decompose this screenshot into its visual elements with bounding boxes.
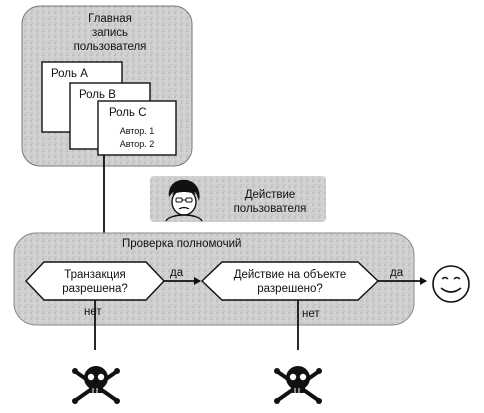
object-action-line-1: Действие на объекте bbox=[234, 269, 347, 281]
authorization-check-title: Проверка полномочий bbox=[122, 238, 241, 250]
user-account-group: Главная запись пользователя Роль А Роль … bbox=[21, 5, 193, 167]
user-action-group: Действие пользователя bbox=[150, 176, 326, 222]
skull-crossbones-icon bbox=[274, 366, 322, 404]
author-1-label: Автор. 1 bbox=[120, 126, 155, 136]
object-action-no-label: нет bbox=[302, 308, 320, 320]
author-2-label: Автор. 2 bbox=[120, 139, 155, 149]
role-b-label: Роль В bbox=[79, 89, 116, 101]
smiley-face-icon bbox=[432, 265, 470, 303]
user-action-line-2: пользователя bbox=[234, 203, 307, 215]
object-action-yes-label: да bbox=[390, 267, 404, 279]
role-c-box bbox=[97, 100, 177, 156]
transaction-line-1: Транзакция bbox=[64, 269, 125, 281]
role-a-label: Роль А bbox=[51, 68, 88, 80]
transaction-yes-label: да bbox=[170, 267, 184, 279]
skull-crossbones-icon bbox=[72, 366, 120, 404]
role-c-label: Роль С bbox=[109, 107, 147, 119]
authorization-check-group: Проверка полномочий Транзакция разрешена… bbox=[13, 232, 415, 326]
account-title-line-3: пользователя bbox=[74, 41, 147, 53]
account-title-line-1: Главная bbox=[88, 13, 132, 25]
person-face-icon bbox=[165, 179, 203, 222]
object-action-line-2: разрешено? bbox=[257, 283, 323, 295]
transaction-no-label: нет bbox=[84, 306, 102, 318]
transaction-line-2: разрешена? bbox=[62, 283, 128, 295]
account-title-line-2: запись bbox=[92, 27, 128, 39]
user-action-line-1: Действие bbox=[245, 189, 296, 201]
